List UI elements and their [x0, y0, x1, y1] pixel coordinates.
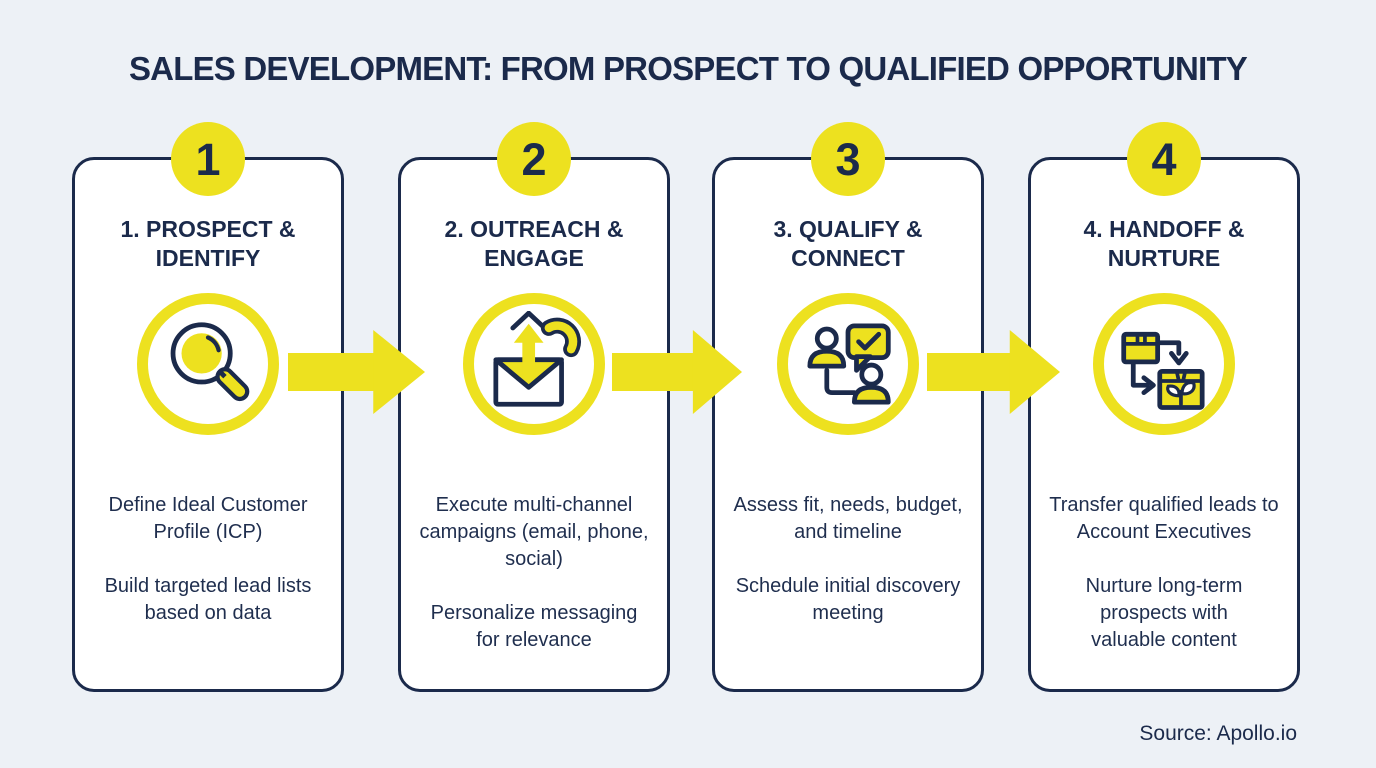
step-number-badge: 4 — [1127, 122, 1201, 196]
step-number: 4 — [1151, 133, 1177, 185]
step-icon-ring — [1093, 293, 1235, 435]
step-icon-ring — [137, 293, 279, 435]
flow-arrow-icon — [927, 330, 1060, 414]
step-icon-ring — [463, 293, 605, 435]
step-number-badge: 3 — [811, 122, 885, 196]
step-card-qualify-connect: 3 3. QUALIFY & CONNECT Assess fit, needs… — [712, 122, 984, 692]
step-point: Execute multi-channel campaigns (email, … — [419, 494, 649, 570]
step-description: Assess fit, needs, budget, and timeline … — [725, 492, 971, 654]
step-card-outreach-engage: 2 2. OUTREACH & ENGAGE Execute multi-cha… — [398, 122, 670, 692]
step-point: Define Ideal Customer Profile (ICP) — [108, 494, 308, 543]
step-description: Define Ideal Customer Profile (ICP) Buil… — [85, 492, 331, 654]
step-number-badge: 2 — [497, 122, 571, 196]
step-title: 3. QUALIFY & CONNECT — [773, 216, 923, 271]
handoff-boxes-icon — [1121, 331, 1205, 410]
source-attribution: Source: Apollo.io — [1139, 722, 1297, 745]
page-title: SALES DEVELOPMENT: FROM PROSPECT TO QUAL… — [128, 50, 1248, 87]
step-description: Transfer qualified leads to Account Exec… — [1041, 492, 1287, 681]
magnifier-icon — [170, 322, 250, 402]
step-card-prospect-identify: 1 1. PROSPECT & IDENTIFY Define Ideal Cu… — [72, 122, 344, 692]
step-point: Nurture long-term prospects with valuabl… — [1085, 575, 1243, 651]
step-number-badge: 1 — [171, 122, 245, 196]
step-number: 1 — [195, 133, 221, 185]
step-point: Schedule initial discovery meeting — [735, 575, 961, 624]
step-number: 2 — [521, 133, 547, 185]
step-number: 3 — [835, 133, 861, 185]
step-icon-ring — [777, 293, 919, 435]
step-point: Transfer qualified leads to Account Exec… — [1049, 494, 1279, 543]
step-card-handoff-nurture: 4 4. HANDOFF & NURTURE Transfe — [1028, 122, 1300, 692]
step-title: 2. OUTREACH & ENGAGE — [444, 216, 624, 271]
step-title: 1. PROSPECT & IDENTIFY — [120, 216, 296, 271]
people-chat-check-icon — [807, 323, 891, 405]
flow-arrow-icon — [288, 330, 425, 414]
step-description: Execute multi-channel campaigns (email, … — [411, 492, 657, 681]
envelope-arrow-phone-icon — [493, 311, 581, 407]
flow-arrow-icon — [612, 330, 742, 414]
step-point: Personalize messaging for relevance — [430, 602, 638, 651]
step-point: Build targeted lead lists based on data — [104, 575, 312, 624]
step-point: Assess fit, needs, budget, and timeline — [733, 494, 963, 543]
step-title: 4. HANDOFF & NURTURE — [1083, 216, 1245, 271]
